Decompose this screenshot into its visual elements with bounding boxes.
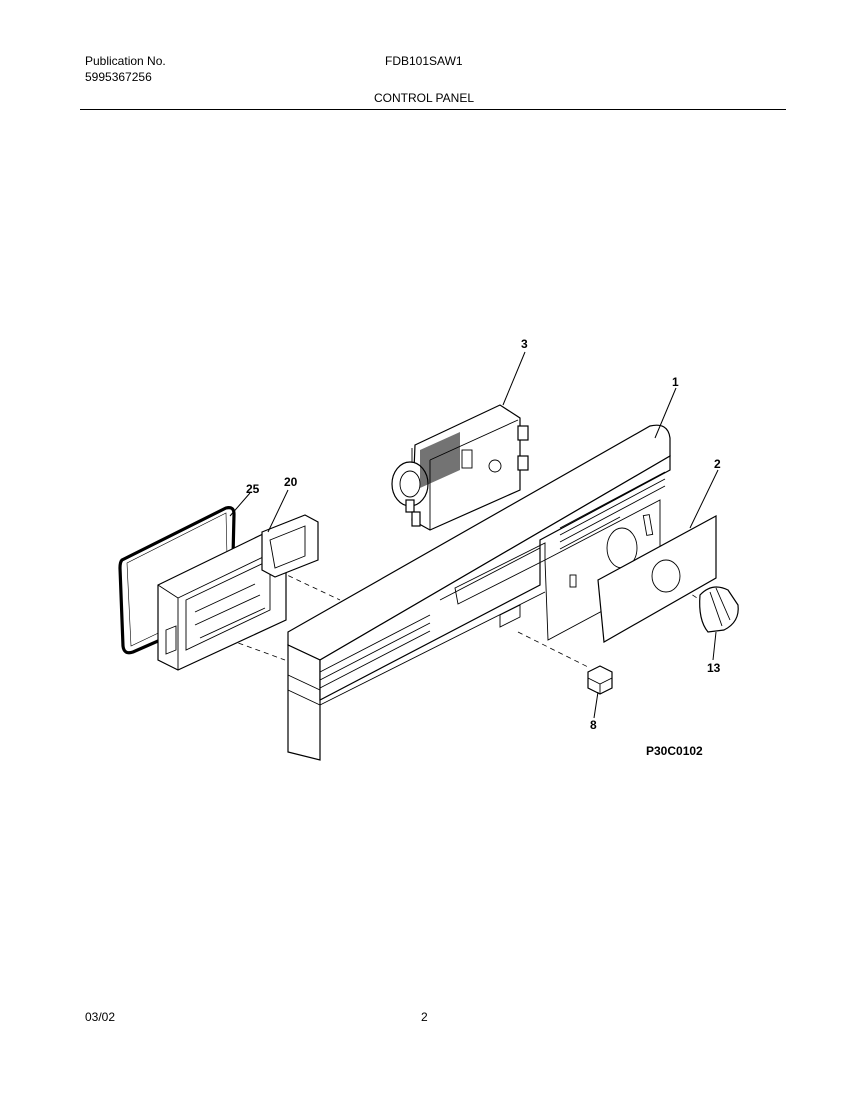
callout-timer: 3 (521, 337, 528, 351)
callout-overlay: 2 (714, 457, 721, 471)
dispenser-part (157, 514, 319, 671)
page-number: 2 (421, 1010, 428, 1024)
figure-code: P30C0102 (646, 744, 703, 758)
callout-gasket: 25 (246, 482, 260, 496)
knob-part (699, 586, 739, 633)
publication-label: Publication No. (85, 54, 166, 68)
control-panel-part (287, 424, 671, 761)
switch-part (587, 665, 613, 695)
timer-part (391, 404, 529, 531)
header-rule (80, 109, 786, 110)
overlay-part (597, 514, 717, 643)
callout-switch: 8 (590, 718, 597, 732)
callout-knob: 13 (707, 661, 721, 675)
publication-number: 5995367256 (85, 70, 152, 84)
section-title: CONTROL PANEL (374, 91, 475, 105)
footer-date: 03/02 (85, 1010, 116, 1024)
callout-panel: 1 (672, 375, 679, 389)
callout-dispenser: 20 (284, 475, 298, 489)
model-number: FDB101SAW1 (385, 54, 463, 68)
leader-lines (229, 351, 719, 719)
